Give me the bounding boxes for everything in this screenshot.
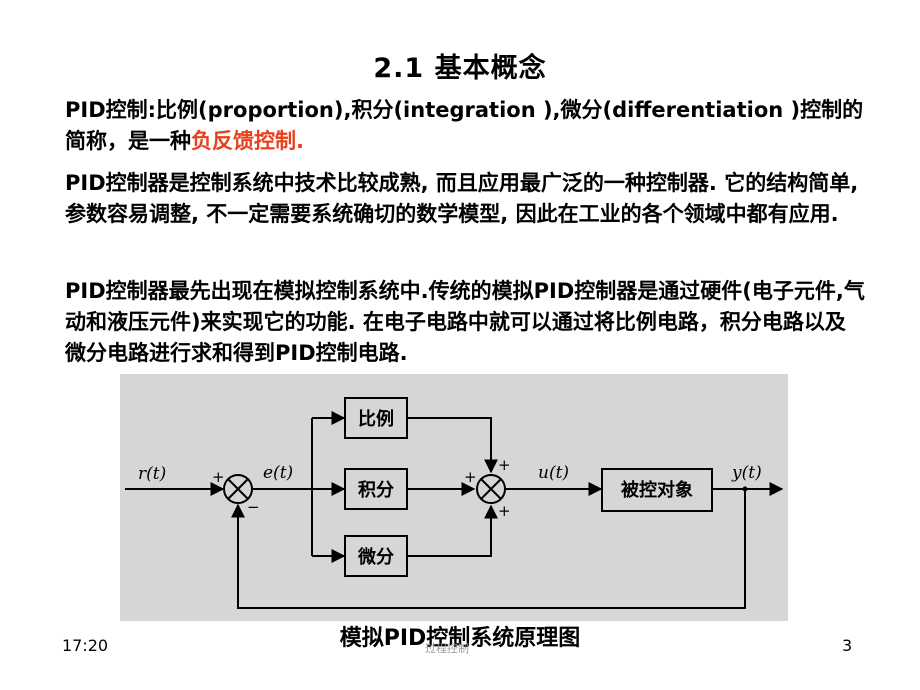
diagram-caption: 模拟PID控制系统原理图 [339,626,581,651]
paragraph-analog-pid: PID控制器最先出现在模拟控制系统中.传统的模拟PID控制器是通过硬件(电子元件… [65,279,865,365]
sign-plus-input: + [212,468,225,486]
feedback-line [231,489,746,609]
sign-plus-derivative: + [498,502,511,520]
negative-feedback-highlight: 负反馈控制. [191,129,304,153]
output-signal-label: y(t) [731,463,762,483]
proportional-label: 比例 [358,408,394,430]
integral-block [344,468,408,510]
paragraph-pid-overview: PID控制器是控制系统中技术比较成熟, 而且应用最广泛的一种控制器. 它的结构简… [65,171,859,226]
takeoff-point [742,486,748,492]
slide-title: 2.1 基本概念 [373,53,547,84]
footer-page-number: 3 [842,636,853,655]
plant-label: 被控对象 [621,479,693,501]
pid-definition-text: PID控制:比例(proportion),积分(integration ),微分… [65,98,864,153]
footer-time: 17:20 [62,636,109,655]
proportional-block [344,397,408,439]
derivative-label: 微分 [357,546,394,568]
pid-block-diagram: r(t) e(t) u(t) y(t) 比例 积分 微分 被控对象 + − + … [120,374,788,621]
summing-junction-2 [476,474,506,504]
sign-minus-feedback: − [247,498,260,516]
control-signal-label: u(t) [538,463,569,483]
error-signal-label: e(t) [263,463,293,483]
paragraph-pid-definition: PID控制:比例(proportion),积分(integration ),微分… [65,95,865,157]
input-signal-label: r(t) [138,464,166,484]
plant-block [601,468,713,512]
footer-center-text: 过程控制 [425,642,469,655]
sign-plus-proportional: + [498,456,511,474]
sign-plus-integral: + [464,468,477,486]
integral-label: 积分 [358,480,394,501]
